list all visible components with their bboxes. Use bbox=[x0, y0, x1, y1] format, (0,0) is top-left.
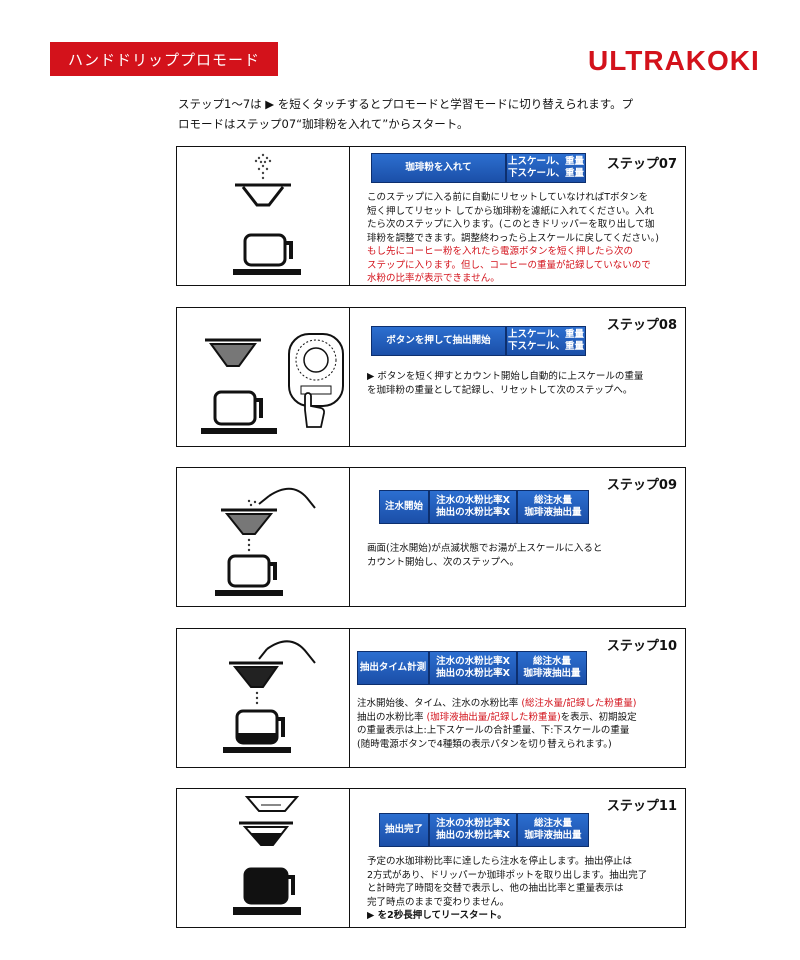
step-08-illustration bbox=[177, 308, 350, 446]
display-message: ボタンを押して抽出開始 bbox=[371, 326, 506, 356]
display-message: 抽出完了 bbox=[379, 813, 429, 847]
step-11-label: ステップ11 bbox=[606, 799, 677, 814]
display-ratios: 注水の水粉比率X 抽出の水粉比率X bbox=[429, 651, 517, 685]
display-message: 注水開始 bbox=[379, 490, 429, 524]
step-09-label: ステップ09 bbox=[606, 478, 677, 493]
display-message: 珈琲粉を入れて bbox=[371, 153, 506, 183]
display-amounts: 総注水量 珈琲液抽出量 bbox=[517, 651, 587, 685]
display-weights: 上スケール、重量 下スケール、重量 bbox=[506, 326, 586, 356]
step-09-panel: ステップ09 注水開始 注水の水粉比率X 抽出の水粉比率X 総注水量 珈琲液抽出… bbox=[176, 467, 686, 607]
step-10-panel: ステップ10 抽出タイム計測 注水の水粉比率X 抽出の水粉比率X 総注水量 珈琲… bbox=[176, 628, 686, 768]
intro-line-1: ステップ1～7は ▶ を短くタッチするとプロモードと学習モードに切り替えられます… bbox=[178, 97, 634, 111]
display-weights: 上スケール、重量 下スケール、重量 bbox=[506, 153, 586, 183]
brewing-icon bbox=[223, 640, 316, 753]
display-amounts: 総注水量 珈琲液抽出量 bbox=[517, 813, 589, 847]
display-ratios: 注水の水粉比率X 抽出の水粉比率X bbox=[429, 490, 517, 524]
svg-text:ULTRAKOKI: ULTRAKOKI bbox=[588, 45, 758, 76]
step-11-description: 予定の水珈琲粉比率に達したら注水を停止します。抽出停止は 2方式があり、ドリッパ… bbox=[367, 856, 648, 921]
step-10-label: ステップ10 bbox=[606, 639, 677, 654]
step-08-display: ボタンを押して抽出開始 上スケール、重量 下スケール、重量 bbox=[371, 326, 586, 356]
step-09-display: 注水開始 注水の水粉比率X 抽出の水粉比率X 総注水量 珈琲液抽出量 bbox=[379, 490, 589, 524]
step-08-panel: ステップ08 ボタンを押して抽出開始 上スケール、重量 下スケール、重量 ▶ ボ… bbox=[176, 307, 686, 447]
step-11-illustration bbox=[177, 789, 350, 927]
brand-logo: ULTRAKOKI bbox=[588, 44, 759, 76]
brew-complete-icon bbox=[233, 796, 301, 915]
intro-text: ステップ1～7は ▶ を短くタッチするとプロモードと学習モードに切り替えられます… bbox=[178, 94, 718, 134]
step-07-description: このステップに入る前に自動にリセットしていなければTボタンを 短く押してリセット… bbox=[367, 192, 659, 284]
step-10-description: 注水開始後、タイム、注水の水粉比率 (総注水量/記録した粉重量) 抽出の水粉比率… bbox=[357, 698, 637, 750]
coffee-powder-icon bbox=[233, 153, 301, 275]
pouring-water-icon bbox=[215, 487, 316, 596]
step-11-display: 抽出完了 注水の水粉比率X 抽出の水粉比率X 総注水量 珈琲液抽出量 bbox=[379, 813, 589, 847]
step-07-panel: ステップ07 珈琲粉を入れて 上スケール、重量 下スケール、重量 このステップに… bbox=[176, 146, 686, 286]
step-08-description: ▶ ボタンを短く押すとカウント開始し自動的に上スケールの重量 を珈琲粉の重量とし… bbox=[367, 371, 644, 396]
step-10-illustration bbox=[177, 629, 350, 767]
intro-line-2: ロモードはステップ07“珈琲粉を入れて”からスタート。 bbox=[178, 117, 469, 131]
step-10-display: 抽出タイム計測 注水の水粉比率X 抽出の水粉比率X 総注水量 珈琲液抽出量 bbox=[357, 651, 587, 685]
step-09-illustration bbox=[177, 468, 350, 606]
step-07-illustration bbox=[177, 147, 350, 285]
step-08-label: ステップ08 bbox=[606, 318, 677, 333]
display-amounts: 総注水量 珈琲液抽出量 bbox=[517, 490, 589, 524]
step-11-panel: ステップ11 抽出完了 注水の水粉比率X 抽出の水粉比率X 総注水量 珈琲液抽出… bbox=[176, 788, 686, 928]
display-message: 抽出タイム計測 bbox=[357, 651, 429, 685]
display-ratios: 注水の水粉比率X 抽出の水粉比率X bbox=[429, 813, 517, 847]
step-07-display: 珈琲粉を入れて 上スケール、重量 下スケール、重量 bbox=[371, 153, 586, 183]
step-09-description: 画面(注水開始)が点滅状態でお湯が上スケールに入ると カウント開始し、次のステッ… bbox=[367, 543, 603, 568]
mode-title: ハンドドリッププロモード bbox=[50, 42, 278, 76]
step-07-label: ステップ07 bbox=[606, 157, 677, 172]
scale-button-press-icon bbox=[201, 333, 344, 434]
